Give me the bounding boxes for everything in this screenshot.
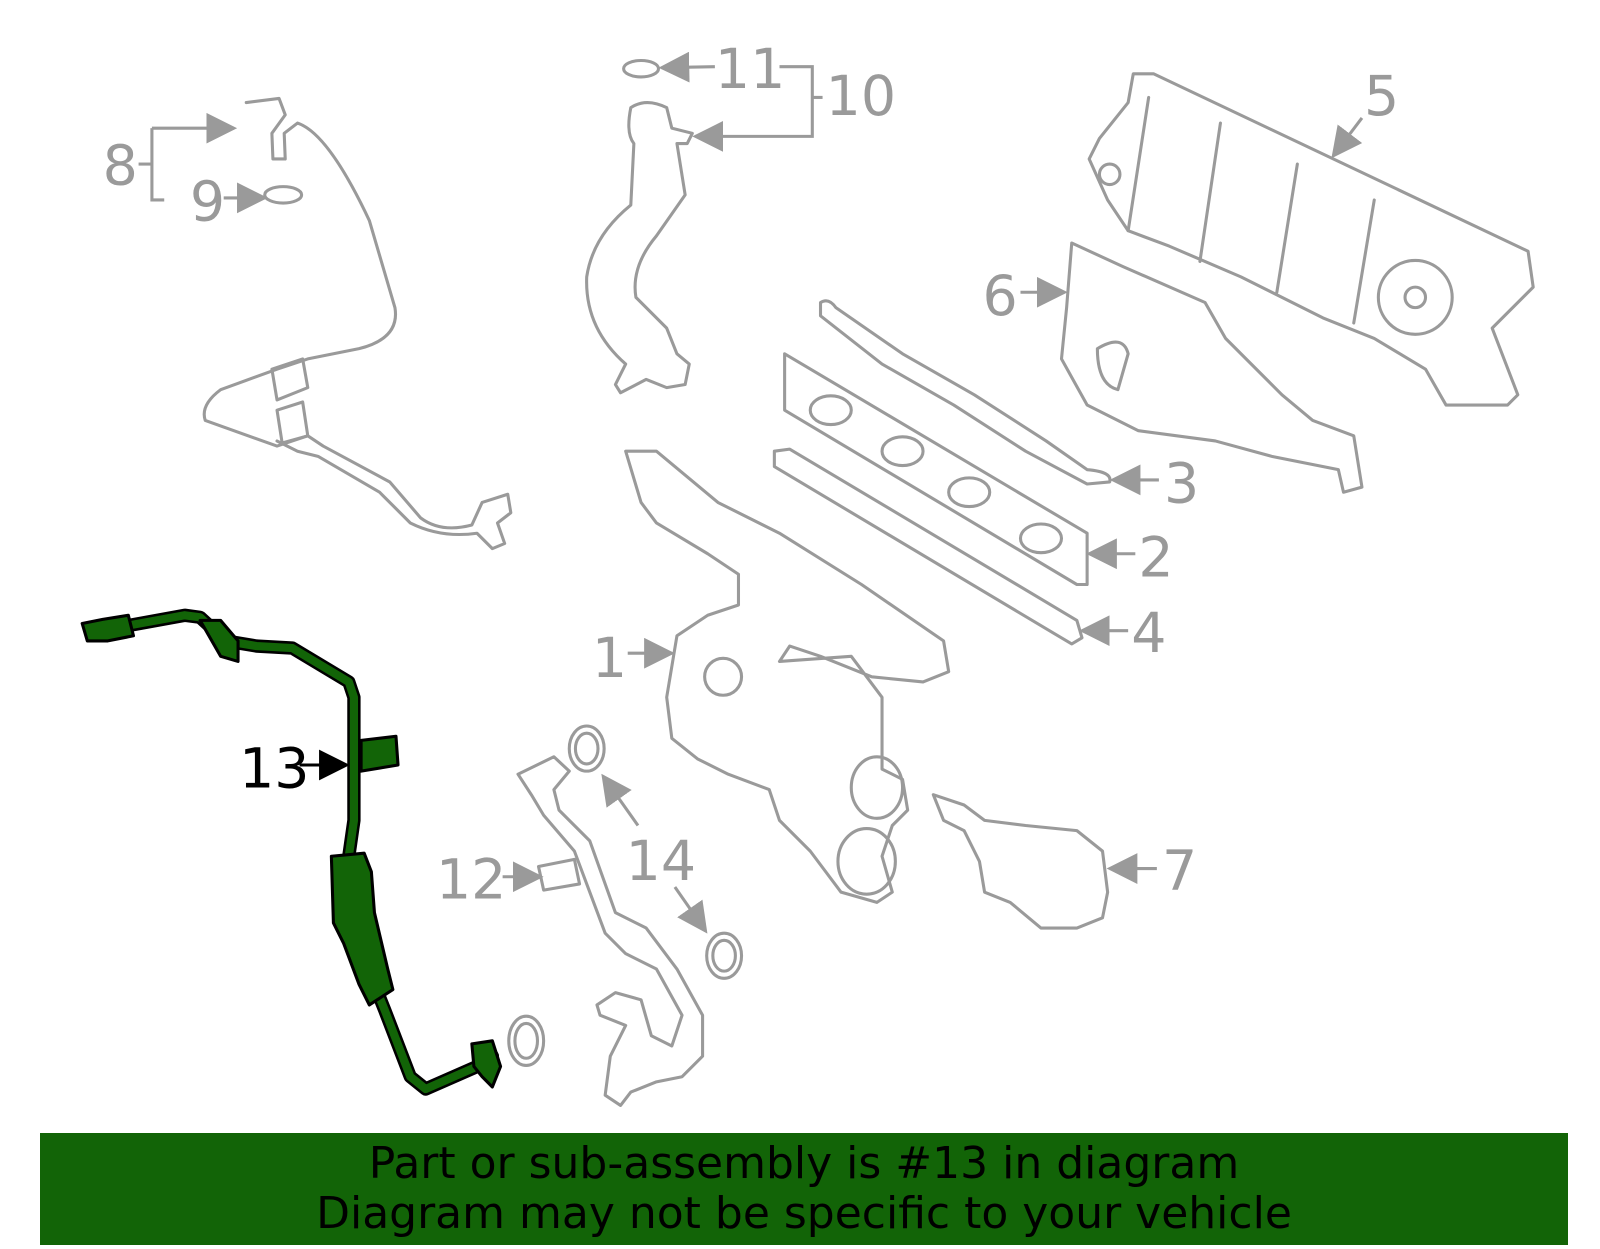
part-8-oil-feed-line[interactable] <box>202 96 513 551</box>
callout-5[interactable]: 5 <box>1364 65 1399 129</box>
callout-leaders <box>138 51 1364 934</box>
part-12-coolant-pipe[interactable] <box>516 755 705 1107</box>
callout-13[interactable]: 13 <box>239 738 309 802</box>
callout-6[interactable]: 6 <box>983 265 1018 329</box>
callout-11[interactable]: 11 <box>715 38 785 102</box>
part-13-oil-line-highlighted[interactable] <box>80 608 503 1096</box>
callout-8[interactable]: 8 <box>103 135 138 199</box>
callout-14[interactable]: 14 <box>626 830 696 894</box>
part-2-gasket[interactable] <box>783 352 1089 587</box>
info-banner: Part or sub-assembly is #13 in diagram D… <box>40 1133 1568 1245</box>
part-4-gasket-strip[interactable] <box>772 447 1084 646</box>
callout-9[interactable]: 9 <box>190 170 225 234</box>
callout-1[interactable]: 1 <box>592 627 627 691</box>
callout-12[interactable]: 12 <box>436 848 506 912</box>
callout-3[interactable]: 3 <box>1164 452 1199 516</box>
callout-7[interactable]: 7 <box>1162 840 1197 904</box>
part-7-actuator[interactable] <box>931 793 1110 930</box>
banner-line-2: Diagram may not be specific to your vehi… <box>316 1188 1292 1239</box>
callout-2[interactable]: 2 <box>1138 526 1173 590</box>
part-3-gasket[interactable] <box>818 299 1112 486</box>
part-14-seals[interactable] <box>507 724 744 1067</box>
part-10-oil-return-pipe[interactable] <box>585 58 694 395</box>
callout-4[interactable]: 4 <box>1131 602 1166 666</box>
callout-10[interactable]: 10 <box>826 65 896 129</box>
part-1-turbocharger-manifold[interactable] <box>624 449 951 904</box>
part-5-heat-shield[interactable] <box>1087 72 1535 407</box>
banner-line-1: Part or sub-assembly is #13 in diagram <box>368 1138 1240 1189</box>
part-6-heat-shield[interactable] <box>1059 241 1364 494</box>
